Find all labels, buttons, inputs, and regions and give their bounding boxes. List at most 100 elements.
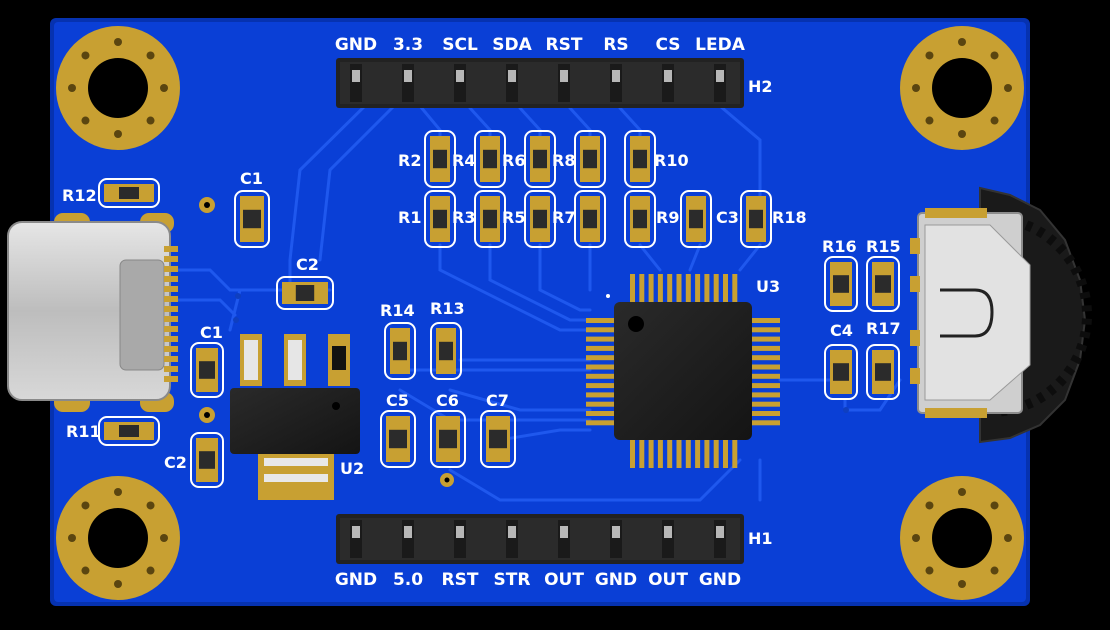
resistor [524, 130, 556, 188]
capacitor-c2-left-body [199, 451, 215, 469]
u3-pin [750, 364, 780, 370]
capacitor-c1-left-body [199, 361, 215, 379]
h2-pin-label: GND [335, 35, 377, 55]
mounting-hole-via [1004, 84, 1012, 92]
h1-pin [352, 526, 360, 538]
capacitor-c3-outline [680, 190, 712, 248]
h1-pin [716, 526, 724, 538]
usb-c-signal-pad [164, 376, 178, 382]
mounting-hole-via [925, 501, 934, 510]
u3-pin [657, 274, 663, 304]
encoder-tooth [1024, 397, 1034, 410]
capacitor-c6-outline [430, 410, 466, 468]
resistor-outline [474, 130, 506, 188]
resistor-r13-body [439, 341, 453, 361]
h2-pin-label: SDA [492, 35, 532, 55]
usb-c-signal-pad [164, 326, 178, 332]
mounting-hole [88, 508, 148, 568]
u3-pin [639, 438, 645, 468]
capacitor-c4 [824, 344, 858, 400]
h1-pin-label: OUT [648, 570, 688, 590]
h2-pin-socket [350, 64, 362, 102]
u3-pin [586, 411, 616, 416]
resistor-r14-body [393, 341, 407, 361]
resistor-outline [524, 190, 556, 248]
capacitor-c4-body [833, 363, 849, 381]
resistor [574, 130, 606, 188]
usb-c-inner [119, 259, 165, 371]
label-r12: R12 [62, 186, 97, 205]
h2-pin-label: CS [655, 35, 680, 55]
usb-c-signal-pad [164, 306, 178, 312]
capacitor-c1-left [190, 342, 224, 398]
mounting-hole-via [990, 566, 999, 575]
usb-c-signal-pad [164, 276, 178, 282]
capacitor-c7 [480, 410, 516, 468]
h2-pin [716, 70, 724, 82]
capacitor-c2-top [276, 276, 334, 310]
via-small [233, 317, 239, 323]
mounting-hole-via [81, 566, 90, 575]
h2-pin [612, 70, 620, 82]
mounting-hole-via [160, 84, 168, 92]
resistor [574, 190, 606, 248]
resistor-r18-outline [740, 190, 772, 248]
u3-pin [704, 274, 710, 304]
encoder-tooth [1046, 384, 1057, 396]
u3-pin [586, 327, 616, 333]
usb-c-signal-pad [164, 286, 178, 292]
label-u3: U3 [756, 277, 780, 296]
encoder-pin-4 [910, 368, 920, 384]
label-r13: R13 [430, 299, 465, 318]
mounting-hole-via [160, 534, 168, 542]
u3-pin [667, 274, 673, 304]
h2-pin-label: RST [546, 35, 583, 55]
resistor-body [483, 149, 497, 169]
encoder-tooth [1079, 330, 1091, 339]
u3-pin [750, 420, 780, 426]
u3-pin [586, 373, 616, 379]
encoder-pin-1 [910, 238, 920, 254]
capacitor-c2-top-body [295, 285, 315, 301]
capacitor-c1-top-body [243, 209, 261, 229]
capacitor-c1-left-outline [190, 342, 224, 398]
resistor-r14-outline [384, 322, 416, 380]
resistor-r18 [740, 190, 772, 248]
u3-pin [639, 274, 645, 304]
capacitor-c5-outline [380, 410, 416, 468]
label-r14: R14 [380, 301, 415, 320]
h2-pin-socket [714, 64, 726, 102]
encoder-tooth [1070, 354, 1083, 365]
capacitor-c4-outline [824, 344, 858, 400]
u3-pin [676, 438, 682, 468]
u2-pin-2-lead [288, 340, 302, 380]
resistor-r11-outline [98, 416, 160, 446]
h2-pin-socket [402, 64, 414, 102]
label-c6: C6 [436, 391, 459, 410]
resistor-outline [624, 130, 656, 188]
via-hole [204, 412, 210, 418]
resistor-body [583, 209, 597, 229]
resistor [524, 190, 556, 248]
encoder-tooth [1055, 375, 1067, 387]
u2-voltage-regulator [230, 334, 360, 500]
mounting-hole-via [146, 566, 155, 575]
h2-pin [664, 70, 672, 82]
h1-pin [664, 526, 672, 538]
usb-c-signal-pad [164, 356, 178, 362]
label-c1-left: C1 [200, 323, 223, 342]
label-c2-top: C2 [296, 255, 319, 274]
label-r7: R7 [552, 208, 575, 227]
label-r1: R1 [398, 208, 421, 227]
label-r10: R10 [654, 151, 689, 170]
encoder-tooth [1075, 342, 1088, 352]
usb-c-signal-pad [164, 246, 178, 252]
h2-pin-label: RS [603, 35, 628, 55]
label-u2: U2 [340, 459, 364, 478]
u3-pin [750, 373, 780, 379]
resistor-outline [624, 190, 656, 248]
rotary-encoder [910, 186, 1092, 444]
u3-pin [667, 438, 673, 468]
